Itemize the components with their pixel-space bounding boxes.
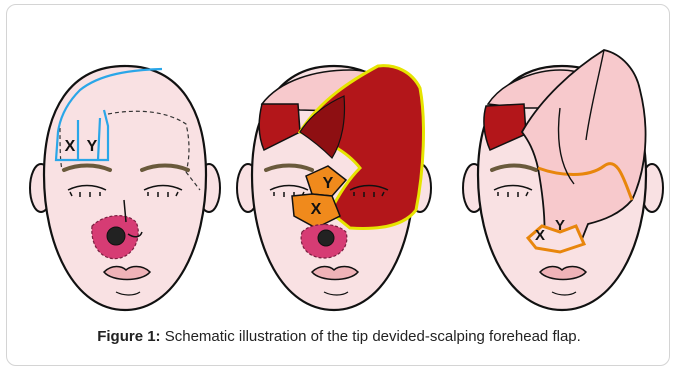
panel-1-label-y: Y (87, 138, 98, 155)
lips (312, 267, 358, 280)
figure-caption-text: Schematic illustration of the tip devide… (165, 328, 581, 345)
figure-caption: Figure 1: Schematic illustration of the … (0, 328, 678, 345)
nose-tip-defect (107, 227, 125, 245)
panel-3-label-y: Y (555, 217, 565, 234)
lips (104, 267, 150, 280)
nose-tip-defect (318, 230, 334, 246)
panel-2-label-x: X (311, 201, 322, 218)
panel-3-face: X Y (463, 50, 663, 310)
panel-2-face: Y X (237, 66, 431, 310)
panel-1-label-x: X (65, 138, 76, 155)
lips (540, 267, 586, 280)
panel-3-label-x: X (535, 227, 545, 244)
panel-2-label-y: Y (323, 175, 334, 192)
panel-1-face: X Y (30, 66, 220, 310)
figure-label: Figure 1: (97, 328, 160, 345)
